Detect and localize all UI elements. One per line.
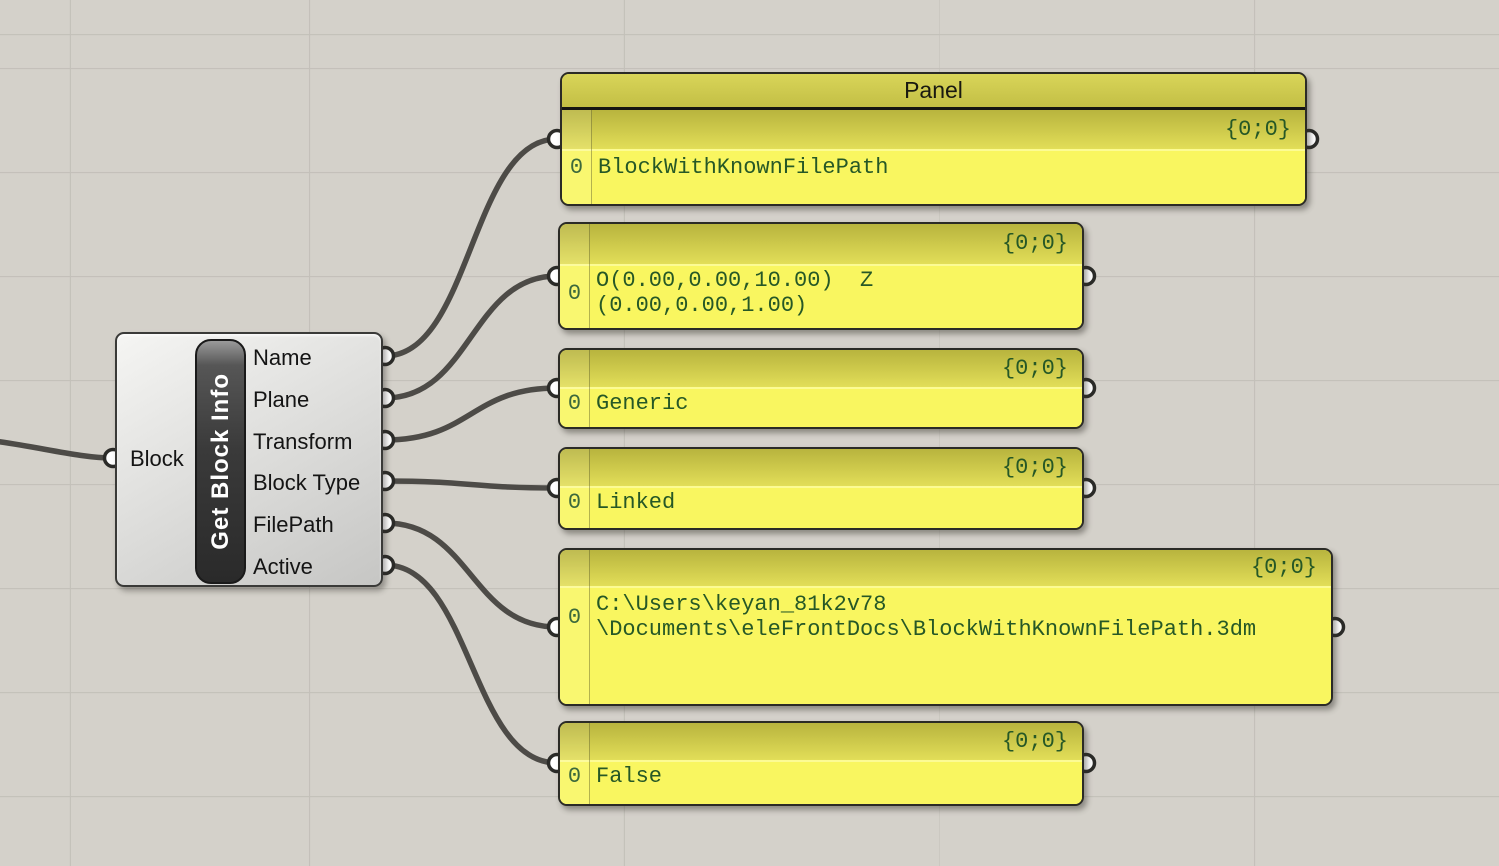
- panel-block-plane[interactable]: {0;0} 0 O(0.00,0.00,10.00) Z (0.00,0.00,…: [558, 222, 1084, 330]
- wire-blocktype-to-panel[interactable]: [382, 478, 560, 491]
- panel-block-linked[interactable]: {0;0} 0 Linked: [558, 447, 1084, 530]
- output-label-filepath: FilePath: [253, 512, 334, 537]
- item-index: 0: [569, 155, 584, 180]
- input-label-block: Block: [130, 446, 184, 471]
- item-index: 0: [567, 490, 582, 515]
- wire-filepath-to-panel[interactable]: [382, 520, 560, 630]
- panel-body[interactable]: 0 Generic: [560, 387, 1082, 427]
- wire-into-block-input[interactable]: [0, 439, 116, 461]
- output-label-active: Active: [253, 554, 313, 579]
- panel-path-header: {0;0}: [560, 723, 1082, 760]
- component-name-capsule[interactable]: Get Block Info: [195, 339, 246, 584]
- wire-plane-to-panel[interactable]: [382, 273, 560, 401]
- component-label: Get Block Info: [206, 373, 234, 550]
- output-label-blocktype: Block Type: [253, 470, 361, 495]
- panel-title-divider: [562, 107, 1305, 110]
- panel-body[interactable]: 0 BlockWithKnownFilePath: [562, 149, 1305, 204]
- item-index: 0: [567, 280, 582, 306]
- panel-body[interactable]: 0 O(0.00,0.00,10.00) Z (0.00,0.00,1.00): [560, 264, 1082, 328]
- panel-text: (0.00,0.00,1.00): [596, 293, 808, 318]
- panel-path-header: {0;0}: [560, 550, 1331, 586]
- panel-text: False: [596, 764, 663, 789]
- output-label-name: Name: [253, 345, 312, 370]
- wire-transform-to-panel[interactable]: [382, 385, 560, 443]
- panel-text: \Documents\eleFrontDocs\BlockWithKnownFi…: [596, 617, 1257, 642]
- panel-body[interactable]: 0 Linked: [560, 486, 1082, 528]
- item-index: 0: [567, 604, 582, 630]
- panel-body[interactable]: 0 False: [560, 760, 1082, 804]
- panel-path-header: {0;0}: [562, 110, 1305, 149]
- panel-block-type-generic[interactable]: {0;0} 0 Generic: [558, 348, 1084, 429]
- panel-text: Linked: [596, 490, 676, 515]
- component-get-block-info[interactable]: Get Block Info Block Name Plane Transfor…: [115, 332, 383, 587]
- panel-block-active[interactable]: {0;0} 0 False: [558, 721, 1084, 806]
- item-index: 0: [567, 764, 582, 789]
- wire-name-to-panel[interactable]: [382, 136, 560, 359]
- panel-text: Generic: [596, 391, 689, 416]
- item-index: 0: [567, 391, 582, 416]
- panel-text: O(0.00,0.00,10.00) Z: [596, 268, 874, 293]
- output-label-transform: Transform: [253, 429, 353, 454]
- panel-title: Panel: [562, 74, 1305, 107]
- panel-text: BlockWithKnownFilePath: [598, 155, 889, 180]
- output-label-plane: Plane: [253, 387, 310, 412]
- panel-body[interactable]: 0 C:\Users\keyan_81k2v78 \Documents\eleF…: [560, 586, 1331, 704]
- panel-path-header: {0;0}: [560, 449, 1082, 486]
- panel-path-header: {0;0}: [560, 350, 1082, 387]
- panel-block-filepath[interactable]: {0;0} 0 C:\Users\keyan_81k2v78 \Document…: [558, 548, 1333, 706]
- wire-active-to-panel[interactable]: [382, 562, 560, 766]
- panel-block-name[interactable]: Panel {0;0} 0 BlockWithKnownFilePath: [560, 72, 1307, 206]
- panel-text: C:\Users\keyan_81k2v78: [596, 592, 887, 617]
- panel-path-header: {0;0}: [560, 224, 1082, 264]
